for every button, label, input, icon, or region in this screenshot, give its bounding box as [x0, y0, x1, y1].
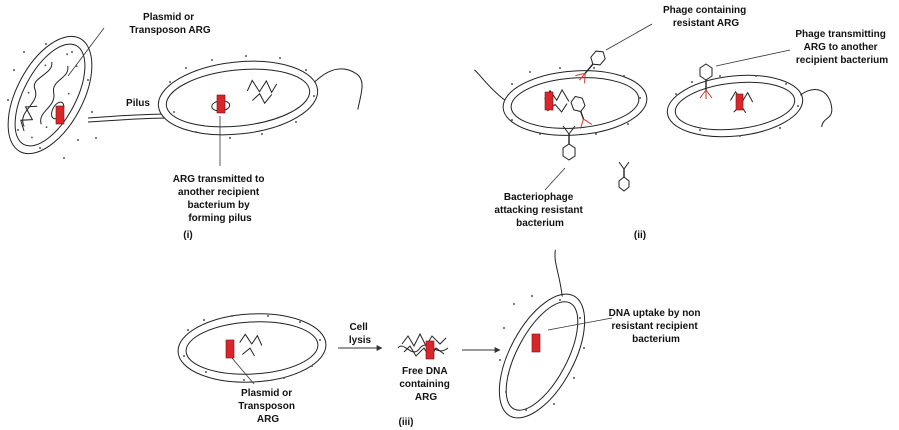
cell-wall — [155, 54, 322, 142]
arg-gene-donor — [56, 106, 64, 124]
phage-resistant-label: Phage containing resistant ARG — [663, 5, 749, 29]
panel-i: Plasmid or Transposon ARG Pilus ARG tran… — [0, 0, 366, 241]
plasmid-label-iii: Plasmid or Transposon ARG — [238, 388, 297, 425]
cell-wall — [482, 281, 602, 430]
free-dna-label: Free DNA containing ARG — [399, 366, 452, 403]
cell-wall — [0, 23, 109, 167]
recipient-bacterium-i — [155, 49, 366, 142]
arg-gene-recipient — [217, 95, 225, 113]
resistant-bacterium-ii — [474, 58, 649, 142]
plasmid-label-i: Plasmid or Transposon ARG — [129, 12, 211, 36]
flagellum — [474, 68, 504, 102]
panel-ii: Phage containing resistant ARG Phage tra… — [474, 5, 888, 241]
panel-tag-i: (i) — [183, 230, 192, 241]
donor-bacterium-i — [0, 0, 109, 190]
arg-gene-donor-iii — [226, 340, 234, 358]
panel-iii: Cell lysis Free DNA containing ARG Plasm… — [176, 250, 703, 430]
arg-gene-free — [426, 341, 434, 359]
flagellum — [314, 67, 365, 114]
flagellum — [538, 250, 581, 297]
phage-attack-label: Bacteriophage attacking resistant bacter… — [494, 192, 585, 229]
recipient-bacterium-iii — [477, 250, 618, 430]
flagellum — [800, 88, 834, 129]
arg-gene-recipient-iii — [532, 334, 540, 352]
panel-tag-ii: (ii) — [634, 230, 646, 241]
cell-wall — [664, 69, 806, 143]
uptake-label: DNA uptake by non resistant recipient ba… — [609, 308, 704, 345]
transfer-label-i: ARG transmitted to another recipient bac… — [173, 174, 267, 224]
free-dna — [398, 334, 448, 358]
pilus — [88, 114, 170, 122]
arg-gene-resistant — [545, 92, 553, 110]
pilus-label: Pilus — [126, 98, 150, 109]
recipient-bacterium-ii — [664, 66, 833, 143]
phage-transmit-label: Phage transmitting ARG to another recipi… — [795, 29, 888, 66]
panel-tag-iii: (iii) — [399, 417, 414, 428]
phage-free — [619, 162, 629, 191]
phage-attack-pointer — [545, 168, 565, 190]
phage-resistant-pointer — [606, 24, 652, 50]
lysis-label: Cell lysis — [349, 322, 372, 346]
arg-gene-recipient-ii — [736, 94, 743, 110]
phage-transmit-pointer — [716, 50, 790, 66]
donor-bacterium-iii — [176, 310, 327, 386]
